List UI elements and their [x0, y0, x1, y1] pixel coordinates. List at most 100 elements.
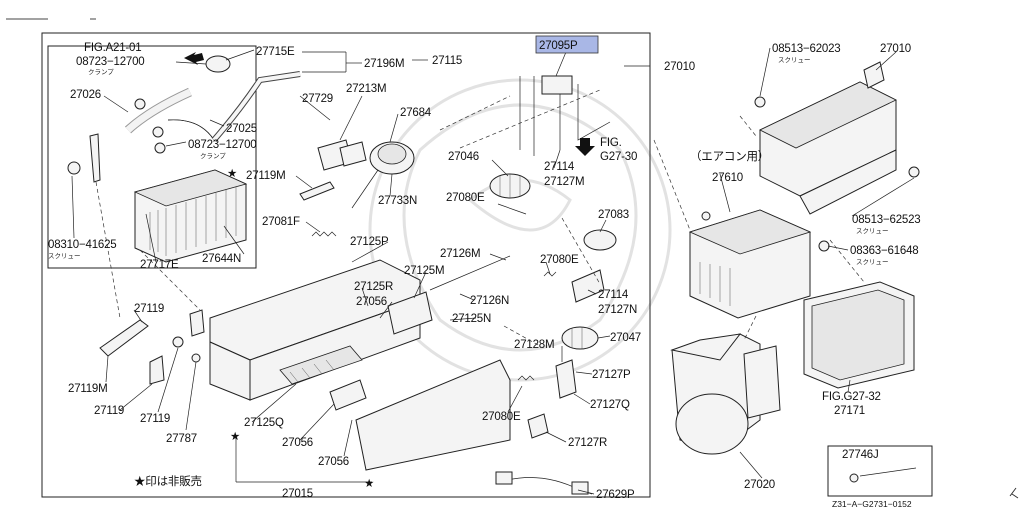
label-27213m[interactable]: 27213M	[346, 83, 387, 95]
label-27126m[interactable]: 27126M	[440, 248, 481, 260]
label-27056-top[interactable]: 27056	[356, 296, 387, 308]
label-27610[interactable]: 27610	[712, 172, 743, 184]
label-27196m[interactable]: 27196M	[364, 58, 405, 70]
label-08723-mid[interactable]: 08723−12700	[188, 139, 257, 151]
label-27119-b[interactable]: 27119	[94, 405, 124, 417]
label-27114-mid[interactable]: 27114	[598, 289, 629, 301]
label-08513-bot[interactable]: 08513−62523	[852, 214, 921, 226]
heater-core-27717e[interactable]	[133, 169, 248, 263]
label-08363[interactable]: 08363−61648	[850, 245, 919, 257]
label-27119m-top[interactable]: 27119M	[246, 170, 286, 182]
label-fig-g27-30-b[interactable]: G27-30	[600, 151, 637, 163]
label-27081f[interactable]: 27081F	[262, 216, 300, 228]
label-clamp-top: クランプ	[88, 68, 114, 76]
label-27125r[interactable]: 27125R	[354, 281, 393, 293]
label-27015[interactable]: 27015	[282, 488, 313, 500]
label-27056-mid[interactable]: 27056	[282, 437, 313, 449]
label-27126n[interactable]: 27126N	[470, 295, 509, 307]
label-fig-g27-30-a[interactable]: FIG.	[600, 137, 622, 149]
label-27080e-mid[interactable]: 27080E	[540, 254, 579, 266]
label-27644n[interactable]: 27644N	[202, 253, 241, 265]
arrow-fig-a21-icon	[184, 52, 204, 65]
label-27127n[interactable]: 27127N	[598, 304, 637, 316]
brackets-27127[interactable]	[527, 269, 605, 439]
label-27114-top[interactable]: 27114	[544, 161, 575, 173]
label-27125q[interactable]: 27125Q	[244, 417, 284, 429]
screws-right[interactable]	[701, 96, 920, 252]
label-27171[interactable]: 27171	[834, 405, 865, 417]
label-27729[interactable]: 27729	[302, 93, 333, 105]
label-note-not-sold: ★印は非販売	[134, 475, 202, 488]
levers-27119[interactable]	[99, 309, 205, 385]
label-fig-g27-32[interactable]: FIG.G27-32	[822, 391, 881, 403]
label-27733n[interactable]: 27733N	[378, 195, 417, 207]
link-27213m[interactable]	[317, 139, 367, 171]
motor-27047[interactable]	[561, 326, 599, 350]
star-mark: ★	[227, 168, 237, 180]
lever-27119m[interactable]	[299, 181, 335, 201]
label-27127m[interactable]: 27127M	[544, 176, 585, 188]
label-27046[interactable]: 27046	[448, 151, 479, 163]
highlight-box-27095p	[535, 35, 599, 54]
label-27095p[interactable]: 27095P	[539, 40, 578, 52]
motor-27046[interactable]	[489, 173, 531, 199]
label-27125p[interactable]: 27125P	[350, 236, 389, 248]
hose-27026[interactable]	[124, 87, 192, 134]
label-screw-left: スクリュー	[48, 252, 81, 260]
heater-core-subframe	[47, 45, 257, 269]
label-27717e[interactable]: 27717E	[140, 259, 179, 271]
evaporator-case-27610[interactable]	[688, 209, 812, 319]
pen-mark	[1009, 487, 1019, 499]
label-27010-right[interactable]: 27010	[880, 43, 911, 55]
label-27080e-top[interactable]: 27080E	[446, 192, 485, 204]
label-27047[interactable]: 27047	[610, 332, 641, 344]
leader-lines	[71, 47, 915, 495]
label-27125m[interactable]: 27125M	[404, 265, 445, 277]
label-27119-a[interactable]: 27119	[134, 303, 164, 315]
label-27684[interactable]: 27684	[400, 107, 432, 119]
label-08310[interactable]: 08310−41625	[48, 239, 117, 251]
rod-27126m[interactable]	[429, 255, 511, 291]
label-08513-top[interactable]: 08513−62023	[772, 43, 841, 55]
harness-27629p[interactable]	[495, 471, 593, 495]
motor-27083[interactable]	[583, 229, 617, 251]
doors-27125[interactable]	[329, 291, 433, 411]
bracket-left[interactable]	[89, 133, 101, 183]
part-27746j-frame	[827, 445, 933, 497]
actuator-27733n[interactable]	[351, 141, 415, 209]
filter-27171[interactable]	[803, 281, 915, 389]
label-27128m[interactable]: 27128M	[514, 339, 555, 351]
label-27125n[interactable]: 27125N	[452, 313, 491, 325]
label-27119m-bot[interactable]: 27119M	[68, 383, 108, 395]
label-27083[interactable]: 27083	[598, 209, 629, 221]
pipes-27095p[interactable]	[519, 75, 611, 156]
label-27746j[interactable]: 27746J	[842, 449, 879, 461]
label-27115[interactable]: 27115	[432, 55, 462, 67]
label-27080e-bot[interactable]: 27080E	[482, 411, 521, 423]
label-27026[interactable]: 27026	[70, 89, 101, 101]
star-mark: ★	[364, 478, 374, 490]
housing-27015[interactable]	[209, 259, 511, 471]
label-27010-main[interactable]: 27010	[664, 61, 695, 73]
drawing-reference: Z31−A−G2731−0152	[832, 499, 912, 509]
label-27715e[interactable]: 27715E	[256, 46, 295, 58]
label-27787[interactable]: 27787	[166, 433, 197, 445]
label-27127q[interactable]: 27127Q	[590, 399, 630, 411]
label-27119-c[interactable]: 27119	[140, 413, 170, 425]
label-screw-r1: スクリュー	[778, 56, 811, 64]
label-27025[interactable]: 27025	[226, 123, 257, 135]
pipe-27115[interactable]	[205, 55, 301, 142]
label-27056-bot[interactable]: 27056	[318, 456, 349, 468]
hose-27025[interactable]	[167, 119, 215, 141]
label-fig-a21[interactable]: FIG.A21-01	[84, 42, 142, 54]
label-08723-top[interactable]: 08723−12700	[76, 56, 145, 68]
part-27746j[interactable]	[849, 467, 917, 483]
label-screw-r2: スクリュー	[856, 227, 889, 235]
label-27020[interactable]: 27020	[744, 479, 775, 491]
blower-27020[interactable]	[670, 333, 781, 455]
clamp-parts[interactable]	[67, 98, 166, 175]
label-27127p[interactable]: 27127P	[592, 369, 631, 381]
cooling-unit-27010[interactable]	[759, 61, 897, 215]
label-27127r[interactable]: 27127R	[568, 437, 607, 449]
label-27629p[interactable]: 27629P	[596, 489, 635, 501]
